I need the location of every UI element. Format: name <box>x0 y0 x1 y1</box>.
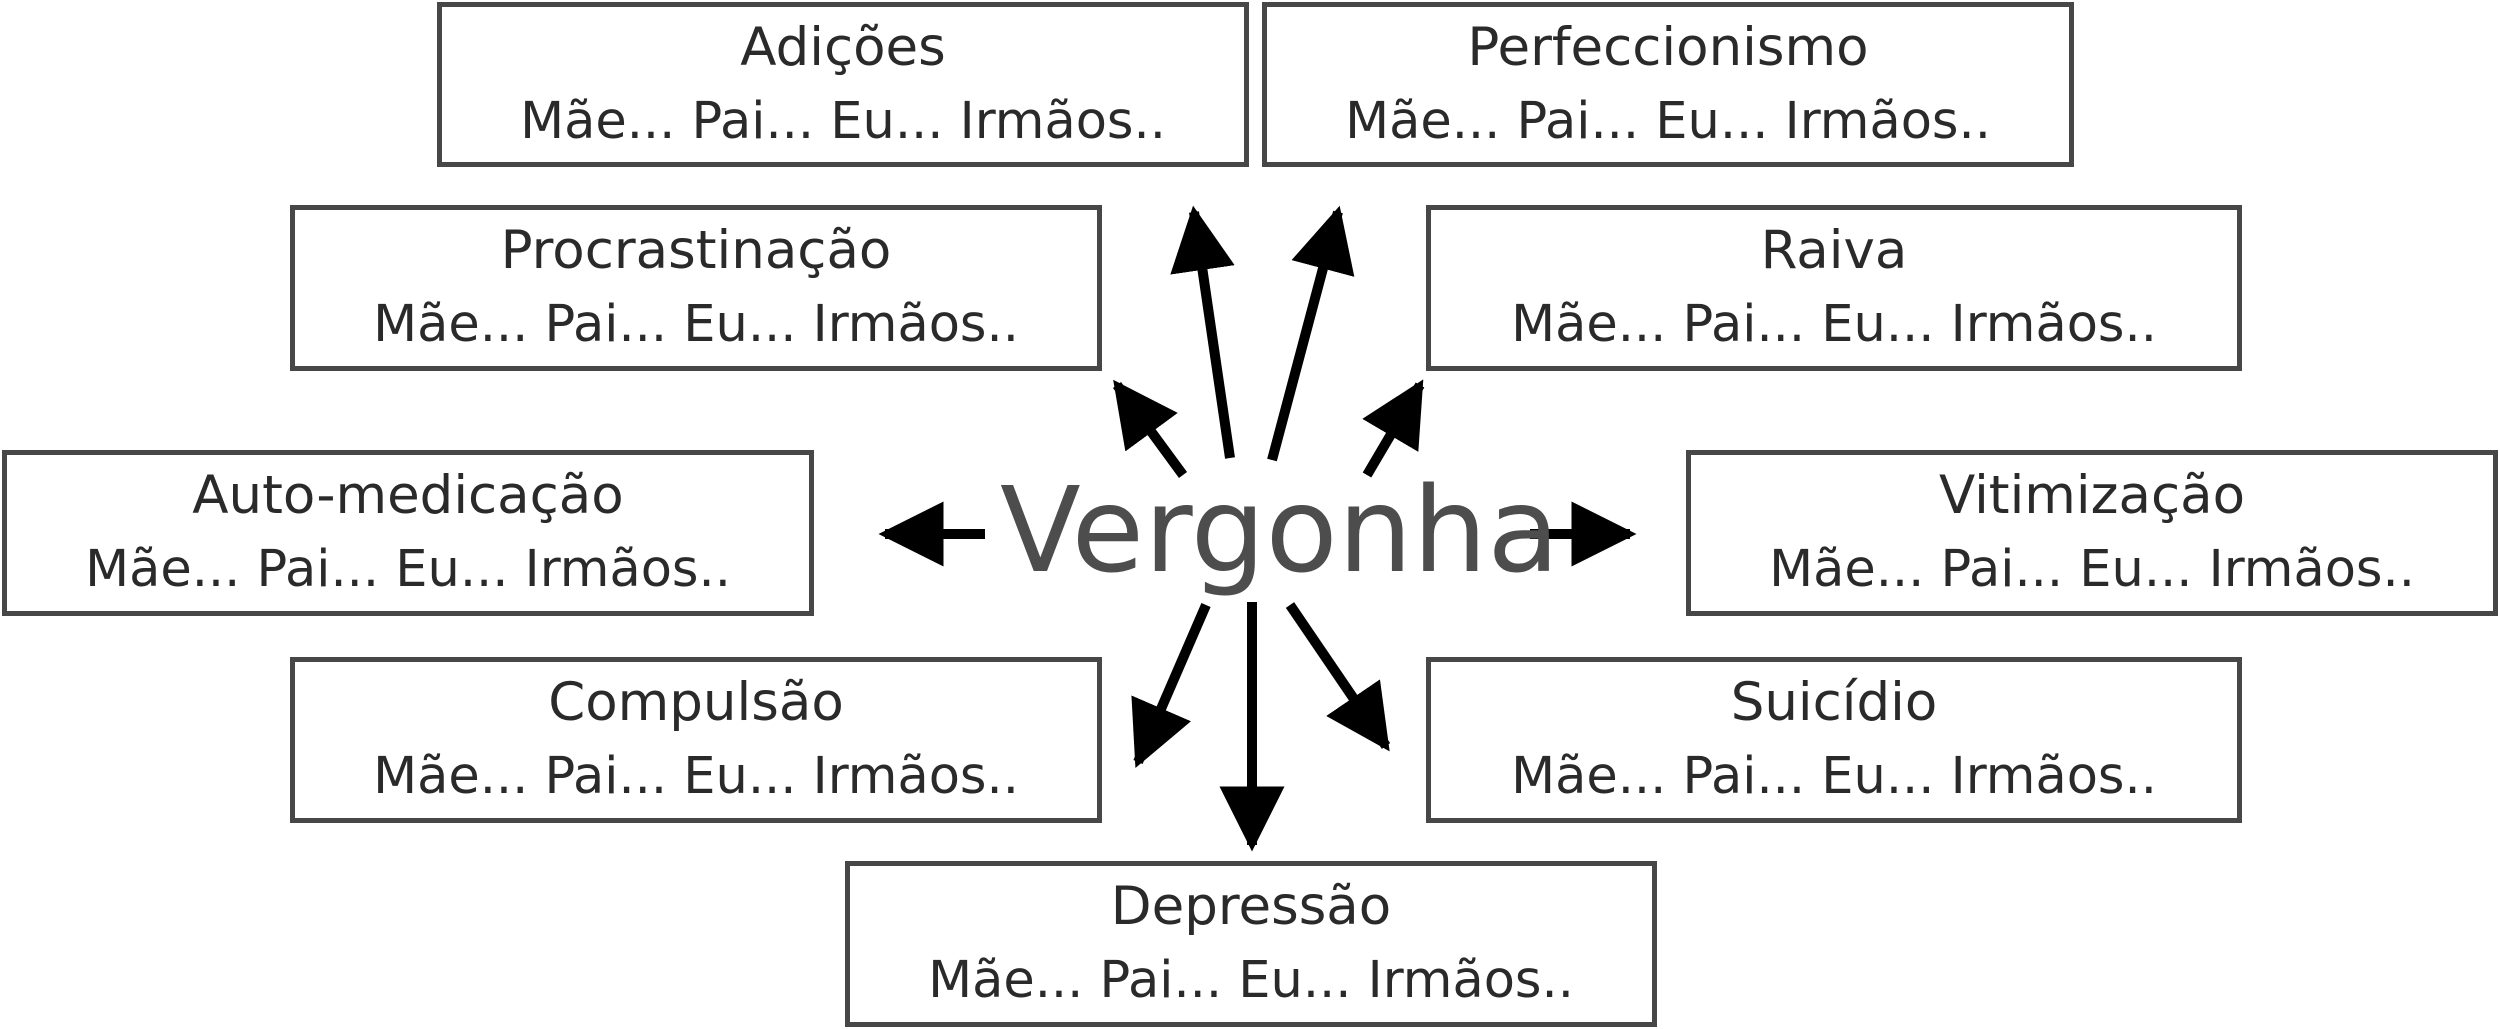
box-title: Depressão <box>1110 876 1392 937</box>
box-suicidio: Suicídio Mãe... Pai... Eu... Irmãos.. <box>1426 657 2242 823</box>
box-title: Raiva <box>1760 220 1908 281</box>
center-term: Vergonha <box>1000 461 1560 599</box>
box-title: Compulsão <box>548 672 844 733</box>
box-title: Suicídio <box>1730 672 1938 733</box>
box-vitimizacao: Vitimização Mãe... Pai... Eu... Irmãos.. <box>1686 450 2498 616</box>
box-title: Perfeccionismo <box>1467 16 1869 78</box>
box-adicoes: Adições Mãe... Pai... Eu... Irmãos.. <box>437 2 1249 167</box>
box-title: Procrastinação <box>500 220 892 281</box>
box-procrastinacao: Procrastinação Mãe... Pai... Eu... Irmão… <box>290 205 1102 371</box>
box-subtitle: Mãe... Pai... Eu... Irmãos.. <box>520 91 1166 151</box>
box-raiva: Raiva Mãe... Pai... Eu... Irmãos.. <box>1426 205 2242 371</box>
box-perfeccionismo: Perfeccionismo Mãe... Pai... Eu... Irmão… <box>1262 2 2074 167</box>
box-subtitle: Mãe... Pai... Eu... Irmãos.. <box>85 540 731 599</box>
arrow-to-suicidio <box>1285 602 1391 752</box>
box-compulsao: Compulsão Mãe... Pai... Eu... Irmãos.. <box>290 657 1102 823</box>
arrow-to-raiva <box>1362 379 1425 478</box>
box-subtitle: Mãe... Pai... Eu... Irmãos.. <box>1345 91 1991 151</box>
box-depressao: Depressão Mãe... Pai... Eu... Irmãos.. <box>845 861 1657 1027</box>
box-title: Adições <box>740 16 946 78</box>
arrow-to-adicoes <box>1170 205 1235 459</box>
box-subtitle: Mãe... Pai... Eu... Irmãos.. <box>1511 295 2157 354</box>
box-title: Auto-medicação <box>192 465 624 526</box>
box-subtitle: Mãe... Pai... Eu... Irmãos.. <box>1511 747 2157 806</box>
box-subtitle: Mãe... Pai... Eu... Irmãos.. <box>373 747 1019 806</box>
box-subtitle: Mãe... Pai... Eu... Irmãos.. <box>928 951 1574 1010</box>
arrow-to-procrastinacao <box>1112 379 1188 478</box>
arrow-to-perfeccionismo <box>1267 205 1355 462</box>
box-subtitle: Mãe... Pai... Eu... Irmãos.. <box>1769 540 2415 599</box>
box-subtitle: Mãe... Pai... Eu... Irmãos.. <box>373 295 1019 354</box>
box-auto-medicacao: Auto-medicação Mãe... Pai... Eu... Irmão… <box>2 450 814 616</box>
arrow-to-compulsao <box>1131 603 1211 768</box>
box-title: Vitimização <box>1938 465 2246 526</box>
